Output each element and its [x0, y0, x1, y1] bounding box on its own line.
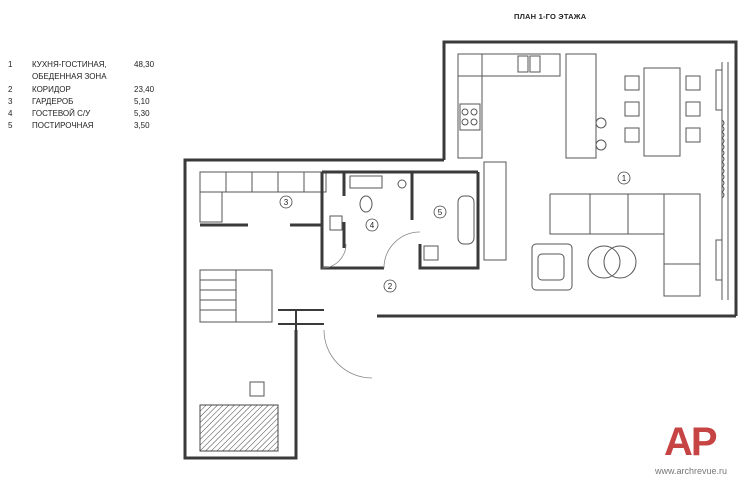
- legend-number: 2: [8, 84, 13, 94]
- dining-table: [624, 67, 701, 157]
- stairs: [199, 269, 273, 397]
- legend-room-name-cont: ОБЕДЕННАЯ ЗОНА: [32, 72, 107, 82]
- legend-room-area: 23,40: [134, 84, 155, 94]
- kitchen-block: [457, 53, 607, 159]
- legend-number: 1: [8, 60, 13, 69]
- sofa: [531, 193, 701, 297]
- room-markers: 1 2 3 4 5: [279, 171, 631, 293]
- legend-number: 5: [8, 121, 13, 131]
- legend-room-name: ГОСТЕВОЙ С/У: [32, 109, 91, 119]
- marker-5: 5: [438, 208, 443, 217]
- marker-4: 4: [370, 221, 375, 230]
- legend-room-area: 3,50: [134, 121, 150, 131]
- watermark-logo: AP: [664, 420, 718, 464]
- marker-1: 1: [622, 174, 627, 183]
- legend-room-area: 5,10: [134, 96, 150, 106]
- doors: [321, 231, 421, 379]
- wardrobe-block: [199, 171, 327, 223]
- right-windows: [715, 62, 729, 300]
- legend-room-name: ГАРДЕРОБ: [32, 96, 74, 106]
- bathroom-fixtures: [329, 161, 507, 261]
- legend-number: 4: [8, 109, 13, 119]
- legend-room-name: КУХНЯ-ГОСТИНАЯ,: [32, 60, 107, 69]
- legend-number: 3: [8, 96, 13, 106]
- legend-room-name: ПОСТИРОЧНАЯ: [32, 121, 94, 131]
- plan-title: ПЛАН 1-ГО ЭТАЖА: [514, 12, 587, 21]
- marker-2: 2: [388, 282, 393, 291]
- legend-room-name: КОРИДОР: [32, 84, 71, 94]
- interior-walls: [200, 170, 480, 270]
- hatched-floor: [199, 404, 279, 452]
- legend-room-area: 48,30: [134, 60, 155, 69]
- watermark-url: www.archrevue.ru: [655, 466, 728, 476]
- legend-room-area: 5,30: [134, 109, 150, 119]
- marker-3: 3: [284, 198, 289, 207]
- corridor-wall: [278, 309, 324, 458]
